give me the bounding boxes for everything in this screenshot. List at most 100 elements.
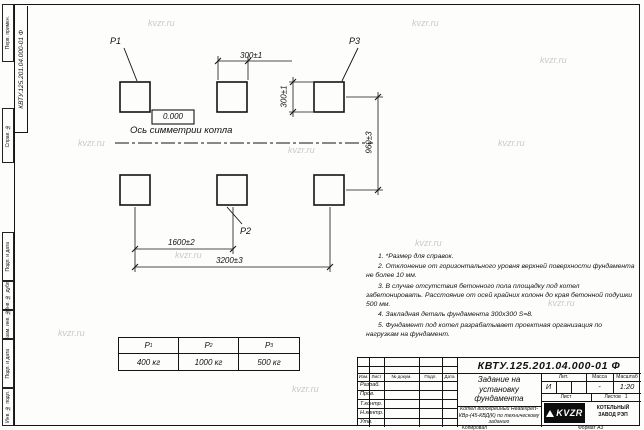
header-sub: 1 bbox=[149, 342, 153, 349]
col-dokum: № докум. bbox=[391, 374, 412, 380]
watermark: kvzr.ru bbox=[548, 298, 575, 308]
col-podp: Подп. bbox=[424, 374, 437, 380]
watermark: kvzr.ru bbox=[498, 138, 525, 148]
pad-label-p1: Р1 bbox=[110, 36, 122, 46]
stamp-line bbox=[457, 358, 458, 427]
stamp-line bbox=[384, 358, 385, 427]
header-base: Р bbox=[264, 341, 271, 350]
margin-box-perv-primen: Перв. примен. bbox=[2, 4, 14, 62]
margin-box-label: Перв. примен. bbox=[5, 16, 11, 50]
mass-label: Масса bbox=[592, 373, 607, 380]
stamp-line bbox=[571, 380, 572, 393]
dim-row-spacing: 960±3 bbox=[364, 131, 374, 154]
kvzr-logo: KVZR bbox=[544, 403, 585, 423]
sheets-label: Листов bbox=[604, 393, 621, 400]
logo-flame-icon bbox=[546, 409, 555, 417]
dim-pad-height: 300±1 bbox=[279, 85, 289, 108]
sig-row-utv: Утв. bbox=[360, 419, 373, 426]
corner-designation-stamp: КВТУ.125.201.04.000-01 Ф bbox=[15, 6, 28, 133]
watermark: kvzr.ru bbox=[540, 55, 567, 65]
watermark: kvzr.ru bbox=[288, 145, 315, 155]
sig-row-razrab: Разраб. bbox=[360, 382, 380, 388]
stamp-line bbox=[613, 373, 614, 393]
watermark: kvzr.ru bbox=[58, 328, 85, 338]
col-data: Дата bbox=[444, 374, 455, 380]
watermark: kvzr.ru bbox=[412, 18, 439, 28]
margin-box-vzam-inv: Взам. инв. № bbox=[2, 308, 14, 341]
margin-box-podp-data-1: Подп. и дата bbox=[2, 232, 14, 281]
note-4: 4. Закладная деталь фундамента 300х300 S… bbox=[378, 311, 533, 319]
scale-value: 1:20 bbox=[619, 382, 635, 391]
sheet-label: Лист bbox=[560, 393, 572, 400]
technical-notes: 1. *Размер для справок. 2. Отклонение от… bbox=[366, 252, 636, 340]
sheets-cell: Листов 1 bbox=[591, 393, 641, 401]
margin-box-label: Подп. и дата bbox=[5, 348, 11, 379]
drawing-frame bbox=[14, 4, 640, 426]
sig-row-tkontr: Т.контр. bbox=[360, 400, 383, 407]
dim-total-width: 3200±3 bbox=[216, 256, 243, 265]
header-base: Р bbox=[204, 341, 210, 350]
stamp-line bbox=[541, 373, 542, 427]
company-line-1: КОТЕЛЬНЫЙ bbox=[596, 405, 630, 411]
watermark: kvzr.ru bbox=[175, 250, 202, 260]
logo-text: KVZR bbox=[556, 408, 583, 418]
product-description: Котел водогрейный Heatexpert-КВр-(45-КВД… bbox=[458, 405, 540, 426]
dim-col-spacing: 1600±2 bbox=[168, 238, 195, 247]
stamp-line bbox=[358, 373, 641, 374]
margin-box-podp-data-2: Подп. и дата bbox=[2, 339, 14, 388]
margin-box-label: Взам. инв. № bbox=[5, 308, 11, 341]
margin-box-inv-podl: Инв. № подл. bbox=[2, 388, 14, 426]
sig-row-nkontr: Н.контр. bbox=[360, 409, 384, 416]
watermark: kvzr.ru bbox=[415, 238, 442, 248]
note-1: 1. *Размер для справок. bbox=[378, 253, 454, 260]
header-base: Р bbox=[144, 341, 150, 350]
stamp-line bbox=[419, 358, 420, 427]
revision-header-row: Изм. Лист № докум. Подп. Дата bbox=[358, 373, 457, 381]
stamp-line bbox=[541, 380, 641, 382]
stamp-line bbox=[358, 408, 457, 410]
corner-designation-text: КВТУ.125.201.04.000-01 Ф bbox=[17, 29, 25, 109]
company-name: КОТЕЛЬНЫЙ ЗАВОД РЭП bbox=[587, 405, 639, 419]
document-title: Задание на установку фундамента bbox=[474, 375, 524, 404]
dim-pad-width: 300±1 bbox=[240, 51, 263, 60]
stamp-line bbox=[358, 417, 457, 419]
scale-label: Масштаб bbox=[616, 373, 638, 380]
stamp-line bbox=[556, 380, 557, 393]
stamp-line bbox=[369, 358, 370, 427]
margin-box-label: Подп. и дата bbox=[5, 241, 11, 272]
note-5: 5. Фундамент под котел разрабатывает про… bbox=[366, 321, 603, 338]
col-list: Лист bbox=[371, 374, 382, 380]
stamp-line bbox=[442, 358, 443, 427]
note-3: 3. В случае отсутствия бетонного пола пл… bbox=[366, 282, 633, 309]
stamp-line bbox=[457, 406, 541, 407]
company-line-2: ЗАВОД РЭП bbox=[598, 412, 628, 418]
symmetry-axis-label: Ось симметрии котла bbox=[130, 125, 233, 136]
title-block: КВТУ.125.201.04.000-01 Ф Изм. Лист № док… bbox=[357, 357, 641, 427]
col-izm: Изм. bbox=[358, 374, 369, 380]
elevation-mark-value: 0.000 bbox=[162, 112, 184, 121]
watermark: kvzr.ru bbox=[292, 384, 319, 394]
margin-box-sprav-n: Справ. № bbox=[2, 108, 14, 163]
stamp-line bbox=[358, 399, 457, 401]
stamp-line bbox=[358, 365, 457, 367]
load-value-p1: 400 кг bbox=[119, 354, 179, 370]
note-2: 2. Отклонение от горизонтального уровня … bbox=[366, 263, 635, 280]
pad-label-p2: Р2 bbox=[240, 226, 252, 236]
header-sub: 2 bbox=[209, 342, 213, 349]
stamp-line bbox=[591, 392, 592, 401]
copied-label: Копировал bbox=[462, 425, 488, 430]
load-value-p3: 500 кг bbox=[257, 357, 281, 367]
stamp-designation: КВТУ.125.201.04.000-01 Ф bbox=[477, 359, 621, 372]
watermark: kvzr.ru bbox=[148, 18, 175, 28]
stamp-line bbox=[586, 373, 587, 393]
margin-box-label: Инв. № подл. bbox=[5, 391, 11, 423]
format-label: Формат А3 bbox=[578, 425, 604, 430]
lit-value: И bbox=[545, 382, 552, 391]
margin-box-inv-dubl: Инв. № дубл. bbox=[2, 280, 14, 311]
sheets-count: 1 bbox=[624, 393, 628, 400]
load-value-p2: 1000 кг bbox=[179, 354, 239, 370]
